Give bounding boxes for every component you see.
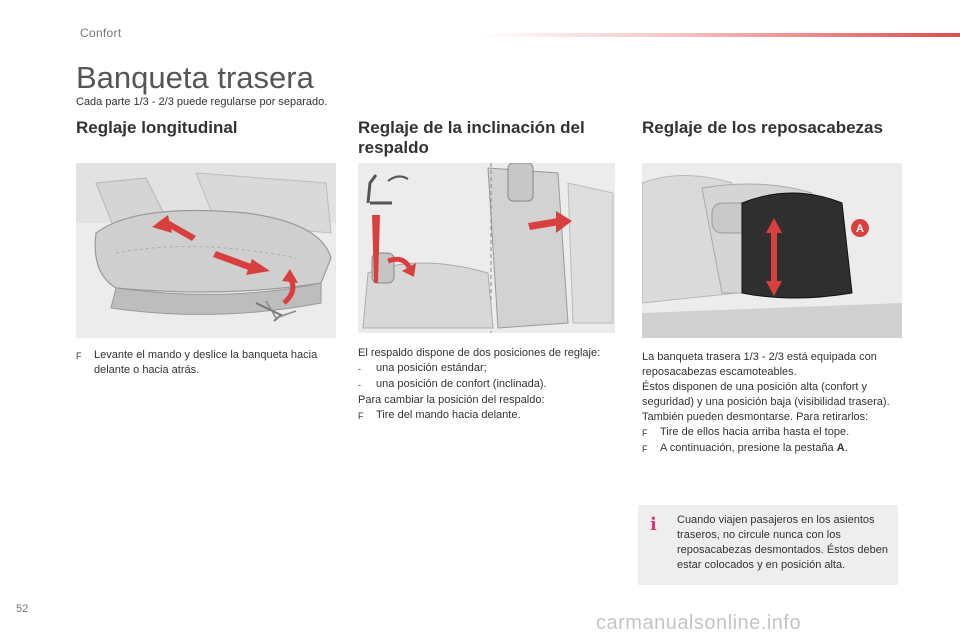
seat-recline-icon	[366, 174, 409, 205]
info-text: Cuando viajen pasajeros en los asientos …	[677, 514, 888, 571]
reposacabezas-positions: Éstos disponen de una posición alta (con…	[642, 381, 890, 408]
headrest-illustration: A	[642, 163, 902, 338]
dash-item: - una posición de confort (inclinada).	[358, 378, 547, 390]
heading-reposacabezas: Reglaje de los reposacabezas	[642, 118, 883, 137]
section-label: Confort	[80, 26, 122, 40]
reposacabezas-remove: También pueden desmontarse. Para retirar…	[642, 411, 869, 423]
arrow-back-icon	[152, 215, 196, 241]
dash-item: - una posición estándar;	[358, 362, 487, 374]
bullet-text: Levante el mando y deslice la banqueta h…	[94, 349, 318, 376]
tab-letter: A	[836, 442, 845, 454]
heading-inclinacion: Reglaje de la inclinación del respaldo	[358, 118, 585, 157]
backrest-arrow-icon	[528, 211, 572, 233]
lever-arrow-icon	[282, 269, 298, 305]
bullet-inclinacion: F Tire del mando hacia delante.	[358, 409, 521, 421]
tab-a-badge: A	[851, 219, 869, 237]
reposacabezas-intro: La banqueta trasera 1/3 - 2/3 está equip…	[642, 351, 877, 378]
page-number: 52	[16, 603, 29, 615]
heading-longitudinal: Reglaje longitudinal	[76, 118, 238, 137]
bullet-reposacabezas: F Tire de ellos hacia arriba hasta el to…	[642, 426, 850, 438]
header-accent-bar	[480, 33, 960, 37]
headrest-up-down-arrow-icon	[766, 218, 782, 296]
bullet-reposacabezas: F A continuación, presione la pestaña A.	[642, 442, 848, 454]
backrest-recline-illustration	[358, 163, 615, 333]
inclinacion-intro: El respaldo dispone de dos posiciones de…	[358, 347, 601, 359]
seat-slide-illustration	[76, 163, 336, 338]
reposacabezas-text: La banqueta trasera 1/3 - 2/3 está equip…	[642, 350, 904, 457]
page-title: Banqueta trasera	[76, 60, 314, 95]
bullet-longitudinal: F Levante el mando y deslice la banqueta…	[76, 348, 331, 378]
page-subtitle: Cada parte 1/3 - 2/3 puede regularse por…	[76, 96, 328, 108]
info-box	[638, 505, 898, 585]
info-icon: i	[650, 514, 657, 535]
bullet-marker: F	[76, 351, 82, 361]
tab-a-label: A	[856, 223, 864, 235]
inclinacion-text: El respaldo dispone de dos posiciones de…	[358, 346, 608, 424]
watermark: carmanualsonline.info	[596, 612, 802, 634]
inclinacion-change: Para cambiar la posición del respaldo:	[358, 394, 545, 406]
pull-arrow-icon	[387, 256, 416, 277]
arrow-forward-icon	[213, 251, 270, 275]
